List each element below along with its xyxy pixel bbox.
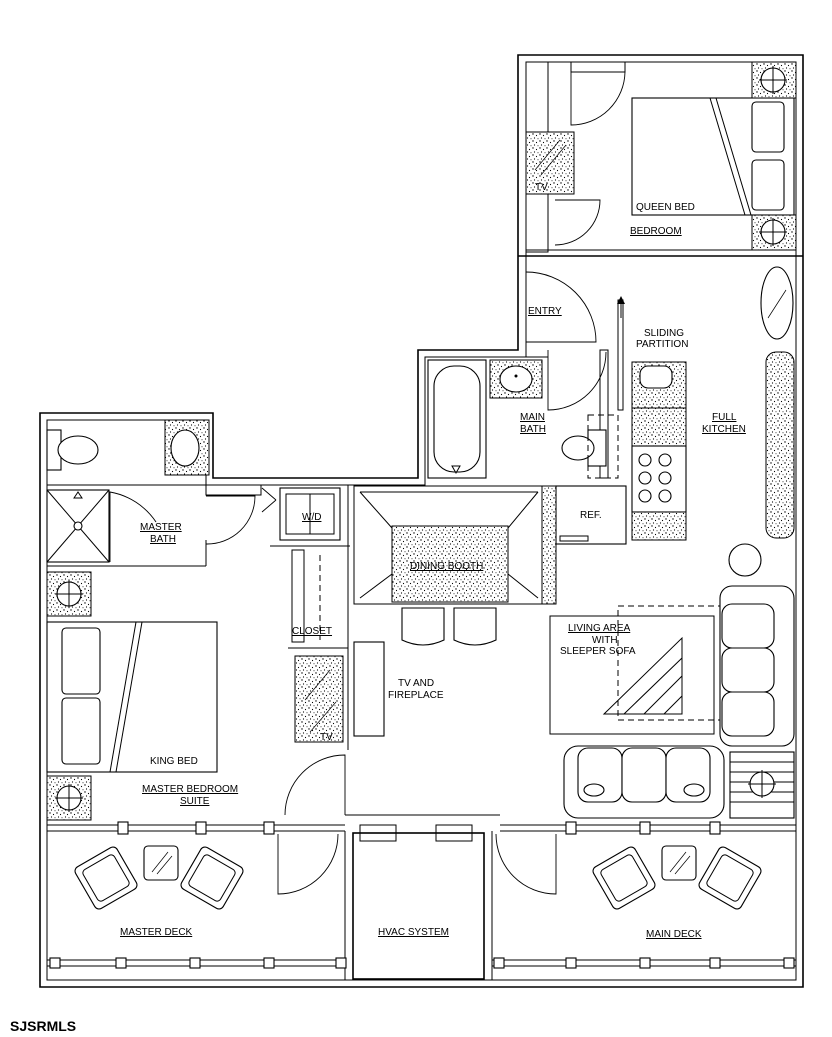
living-area-label-3: SLEEPER SOFA — [560, 646, 636, 657]
living-area: LIVING AREA WITH SLEEPER SOFA — [549, 543, 795, 819]
entry: ENTRY — [517, 256, 609, 479]
kitchen-counter-long — [765, 351, 795, 539]
main-bath-label-1: MAIN — [520, 412, 545, 423]
sliding-label: SLIDING — [644, 328, 684, 339]
nightstand — [46, 571, 92, 617]
tv-closet-label: TV — [320, 732, 333, 743]
closet-label: CLOSET — [292, 626, 332, 637]
master-bath-label-1: MASTER — [140, 522, 182, 533]
queen-bed-label: QUEEN BED — [636, 202, 695, 213]
master-bedroom-label-1: MASTER BEDROOM — [142, 784, 238, 795]
living-rug — [549, 615, 715, 735]
master-tv-cabinet — [294, 655, 344, 743]
bedroom: TV QUEEN BED BEDROOM — [518, 61, 803, 257]
kitchen-counter — [631, 407, 687, 447]
deck-chair — [592, 846, 656, 910]
watermark: SJSRMLS — [10, 1018, 76, 1034]
master-deck: MASTER DECK — [47, 831, 347, 980]
kitchen-label-1: FULL — [712, 412, 737, 423]
master-bath: MASTER BATH — [46, 419, 262, 567]
main-bath-label-2: BATH — [520, 424, 546, 435]
deck-chair — [698, 846, 762, 910]
living-area-label-1: LIVING AREA — [568, 623, 631, 634]
full-kitchen: FULL KITCHEN REF. — [555, 266, 795, 545]
hvac-room — [352, 832, 485, 980]
entry-label: ENTRY — [528, 306, 562, 317]
living-area-label-2: WITH — [592, 635, 618, 646]
main-deck-label: MAIN DECK — [646, 929, 702, 940]
dining-booth: DINING BOOTH TV AND FIREPLACE — [353, 485, 557, 737]
ref-label: REF. — [580, 510, 602, 521]
laundry-closet: W/D CLOSET TV — [261, 485, 350, 750]
bedroom-tv-cabinet — [525, 131, 575, 195]
hvac: HVAC SYSTEM — [352, 832, 485, 980]
master-deck-label: MASTER DECK — [120, 927, 193, 938]
tv-label: TV — [535, 182, 548, 193]
deck-chair — [74, 846, 138, 910]
dining-booth-label: DINING BOOTH — [410, 561, 483, 572]
kitchen-island-end — [760, 266, 794, 340]
bedroom-label: BEDROOM — [630, 226, 682, 237]
master-bath-label-2: BATH — [150, 534, 176, 545]
kitchen-counter — [631, 511, 687, 541]
partition-label: PARTITION — [636, 339, 688, 350]
dining-chair — [453, 607, 497, 646]
refrigerator — [555, 485, 627, 545]
fireplace — [353, 641, 385, 737]
king-bed-label: KING BED — [150, 756, 198, 767]
deck-table — [661, 845, 697, 881]
main-deck: MAIN DECK — [491, 831, 796, 980]
tv-fireplace-label-1: TV AND — [398, 678, 434, 689]
main-bath: MAIN BATH — [425, 356, 619, 479]
master-bedroom-label-2: SUITE — [180, 796, 210, 807]
dining-table — [391, 525, 509, 603]
dining-chair — [401, 607, 445, 646]
wd-label: W/D — [302, 512, 321, 523]
sliding-partition: SLIDING PARTITION — [617, 296, 688, 411]
lamp — [728, 543, 762, 577]
deck-chair — [180, 846, 244, 910]
kitchen-label-2: KITCHEN — [702, 424, 746, 435]
master-bedroom: KING BED MASTER BEDROOM SUITE — [46, 571, 346, 821]
hvac-label: HVAC SYSTEM — [378, 927, 449, 938]
deck-table — [143, 845, 179, 881]
tv-fireplace-label-2: FIREPLACE — [388, 690, 444, 701]
deck-window-wall — [47, 814, 796, 842]
